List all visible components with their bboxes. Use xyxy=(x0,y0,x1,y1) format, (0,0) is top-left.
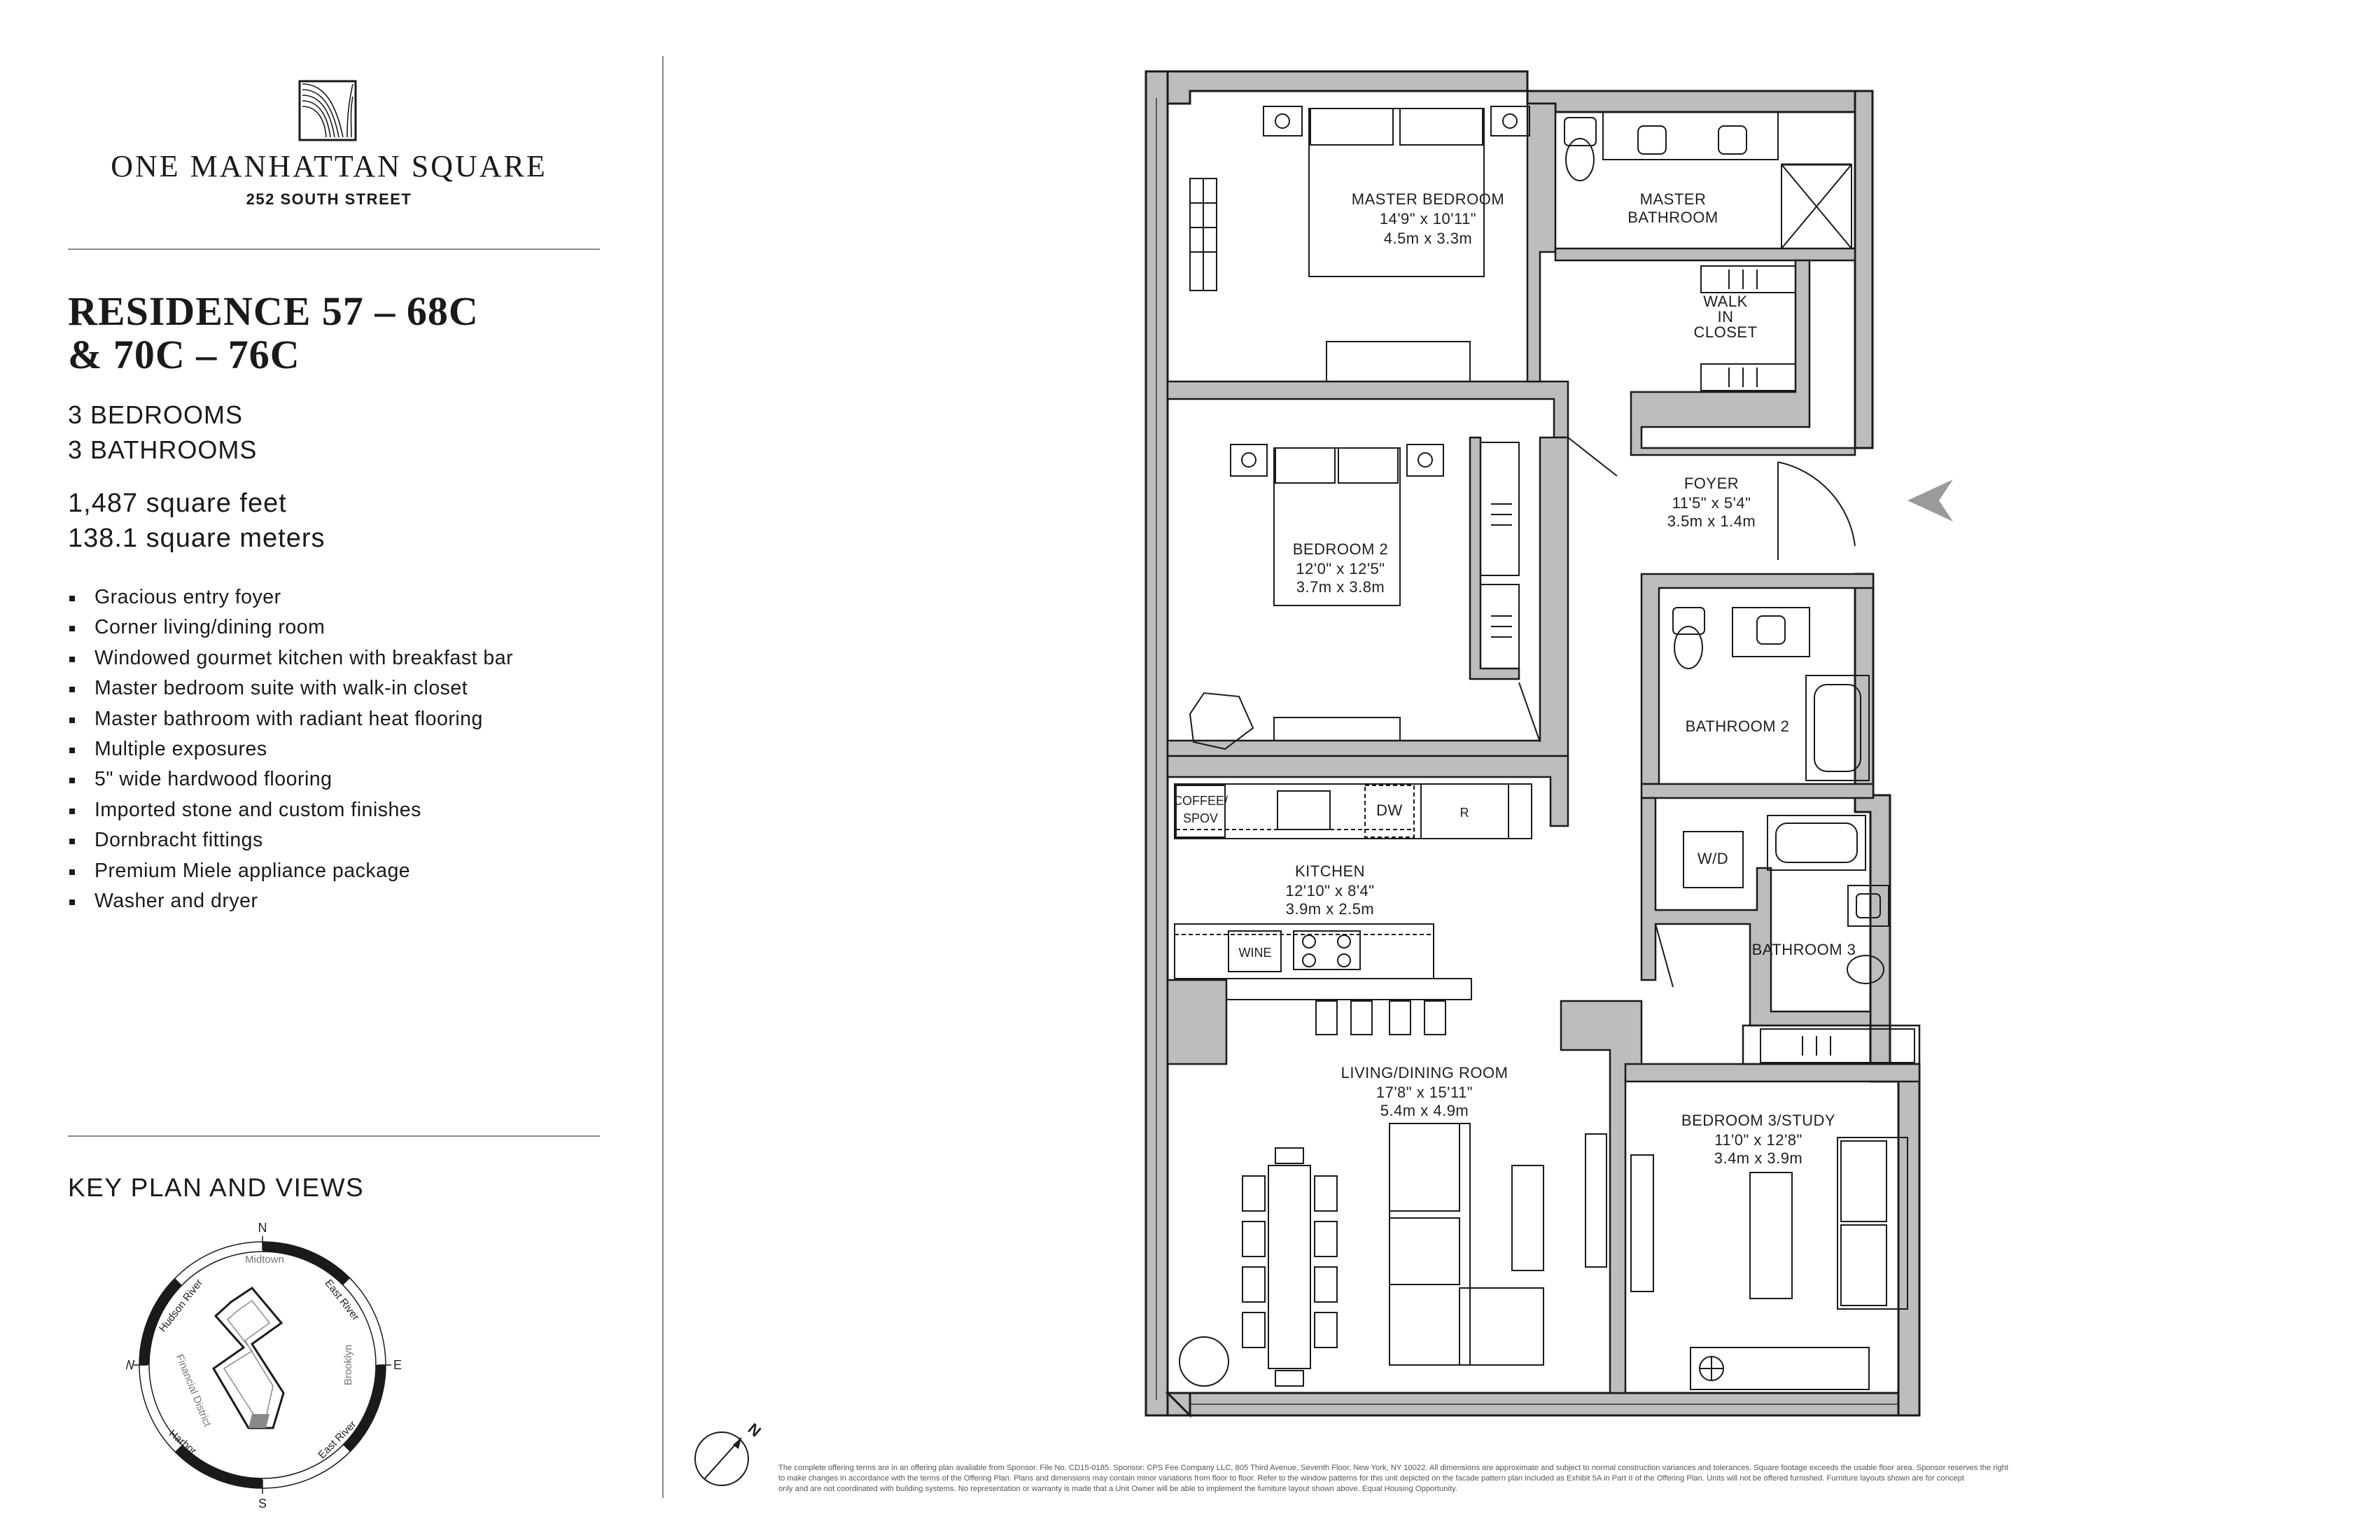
window-lines xyxy=(1156,98,1898,1405)
feature-item: Washer and dryer xyxy=(68,886,513,916)
key-plan-north: N xyxy=(258,1221,267,1235)
refrigerator-label: R xyxy=(1460,806,1469,820)
residence-title-line2: & 70C – 76C xyxy=(68,332,300,377)
kitchen-metric: 3.9m x 2.5m xyxy=(1286,900,1375,918)
brand-address: 252 SOUTH STREET xyxy=(246,190,412,208)
bedroom-2-metric: 3.7m x 3.8m xyxy=(1296,578,1385,596)
info-panel: ONE MANHATTAN SQUARE 252 SOUTH STREET RE… xyxy=(0,0,658,1540)
living-dining-furniture xyxy=(1179,1123,1607,1387)
bathrooms-count: 3 BATHROOMS xyxy=(68,435,258,464)
kitchen-imperial: 12'10" x 8'4" xyxy=(1285,882,1374,899)
entry-arrow-icon xyxy=(1907,479,1953,522)
brand-name: ONE MANHATTAN SQUARE xyxy=(111,149,547,183)
bedrooms-count: 3 BEDROOMS xyxy=(68,400,244,429)
disclaimer: The complete offering terms are in an of… xyxy=(778,1463,2339,1494)
key-plan-east: E xyxy=(393,1358,402,1372)
bathroom-2-fixtures xyxy=(1672,607,1870,781)
bottom-divider xyxy=(68,1135,600,1137)
key-plan-south: S xyxy=(258,1497,267,1511)
living-dining-metric: 5.4m x 4.9m xyxy=(1380,1102,1469,1119)
wine-label: WINE xyxy=(1239,946,1272,960)
living-dining-name: LIVING/DINING ROOM xyxy=(1341,1064,1508,1082)
bedroom-2-imperial: 12'0" x 12'5" xyxy=(1296,560,1385,578)
label-midtown: Midtown xyxy=(245,1254,284,1266)
feature-item: Master bathroom with radiant heat floori… xyxy=(68,704,513,734)
key-plan-title: KEY PLAN AND VIEWS xyxy=(68,1173,365,1202)
master-bath-fixtures xyxy=(1564,111,1852,249)
disclaimer-line: The complete offering terms are in an of… xyxy=(778,1464,2009,1472)
feature-item: Windowed gourmet kitchen with breakfast … xyxy=(68,643,513,673)
walk-in-closet-line1: WALK xyxy=(1703,293,1748,310)
foyer-metric: 3.5m x 1.4m xyxy=(1667,512,1756,530)
living-dining-imperial: 17'8" x 15'11" xyxy=(1376,1084,1473,1101)
bedroom-3-imperial: 11'0" x 12'8" xyxy=(1714,1131,1802,1149)
master-bedroom-furniture xyxy=(1189,106,1530,382)
residence-title-line1: RESIDENCE 57 – 68C xyxy=(68,288,479,334)
plan-north-label: N xyxy=(745,1420,764,1440)
key-plan-west: W xyxy=(126,1358,135,1372)
master-bedroom-metric: 4.5m x 3.3m xyxy=(1384,230,1473,247)
bathroom-3-name: BATHROOM 3 xyxy=(1752,941,1856,958)
kitchen-name: KITCHEN xyxy=(1295,862,1365,880)
square-meters: 138.1 square meters xyxy=(68,524,326,553)
north-arrow-icon: N xyxy=(694,1420,764,1486)
features-list: Gracious entry foyer Corner living/dinin… xyxy=(68,582,513,916)
closet-fixtures xyxy=(1700,265,1796,391)
foyer-name: FOYER xyxy=(1684,475,1739,492)
feature-item: Premium Miele appliance package xyxy=(68,856,513,886)
label-brooklyn: Brooklyn xyxy=(342,1345,354,1385)
master-bedroom-imperial: 14'9" x 10'11" xyxy=(1380,210,1476,227)
walk-in-closet-line2: IN xyxy=(1718,308,1734,326)
bedroom-3-furniture xyxy=(1630,1137,1908,1390)
logo-icon xyxy=(298,80,357,141)
bathroom-3-fixtures xyxy=(1683,815,1915,1063)
disclaimer-line: to make changes in accordance with the t… xyxy=(778,1474,1964,1483)
master-bathroom-name-line2: BATHROOM xyxy=(1628,209,1718,226)
foyer-imperial: 11'5" x 5'4" xyxy=(1672,494,1751,512)
master-bathroom-name-line1: MASTER xyxy=(1640,190,1707,208)
floor-plan: MASTER BEDROOM 14'9" x 10'11" 4.5m x 3.3… xyxy=(1144,70,1953,1418)
label-financial-district: Financial District xyxy=(174,1352,214,1429)
disclaimer-line: only and are not coordinated with buildi… xyxy=(778,1485,1457,1493)
washer-dryer-label: W/D xyxy=(1698,850,1728,867)
room-labels: MASTER BEDROOM 14'9" x 10'11" 4.5m x 3.3… xyxy=(1173,190,1856,1167)
square-feet: 1,487 square feet xyxy=(68,489,287,518)
bathroom-2-name: BATHROOM 2 xyxy=(1686,718,1790,735)
coffee-label-line2: SPOV xyxy=(1183,811,1218,825)
bedroom-3-metric: 3.4m x 3.9m xyxy=(1714,1149,1803,1167)
vertical-divider xyxy=(662,56,664,1498)
feature-item: Corner living/dining room xyxy=(68,612,513,643)
dishwasher-label: DW xyxy=(1376,802,1403,819)
feature-item: Dornbracht fittings xyxy=(68,825,513,855)
coffee-label-line1: COFFEE/ xyxy=(1173,794,1228,808)
feature-item: Gracious entry foyer xyxy=(68,582,513,612)
feature-item: 5" wide hardwood flooring xyxy=(68,764,513,794)
kitchen-fixtures xyxy=(1174,783,1532,1035)
feature-item: Multiple exposures xyxy=(68,734,513,764)
key-plan-diagram: N S E W Hudson River Midtown East River … xyxy=(126,1221,402,1511)
bedroom-2-name: BEDROOM 2 xyxy=(1293,540,1389,558)
bedroom-2-furniture xyxy=(1189,442,1520,750)
residence-title: RESIDENCE 57 – 68C & 70C – 76C xyxy=(68,290,479,377)
doors xyxy=(1518,437,1856,988)
feature-item: Imported stone and custom finishes xyxy=(68,795,513,825)
top-divider xyxy=(68,248,600,250)
master-bedroom-name: MASTER BEDROOM xyxy=(1352,190,1504,208)
feature-item: Master bedroom suite with walk-in closet xyxy=(68,673,513,704)
bedroom-3-name: BEDROOM 3/STUDY xyxy=(1681,1112,1835,1129)
walk-in-closet-line3: CLOSET xyxy=(1693,323,1757,341)
